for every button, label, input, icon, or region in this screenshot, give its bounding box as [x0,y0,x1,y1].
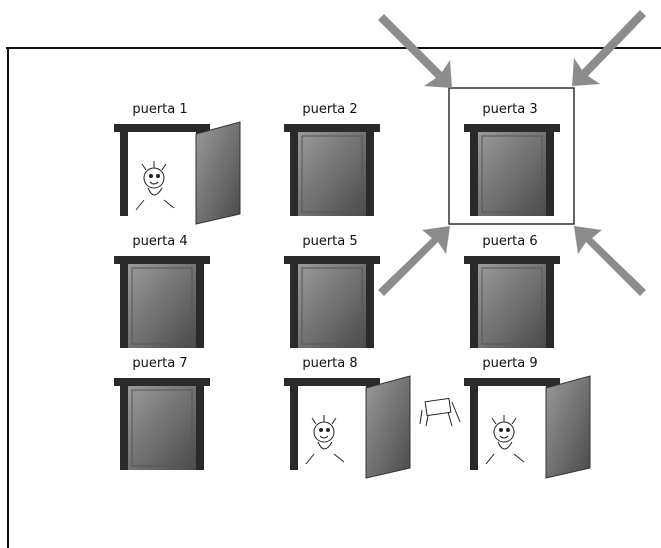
door-panel-open [365,375,411,479]
door-label: puerta 2 [302,102,358,117]
door-inset [301,267,363,345]
doorway-opening [478,386,546,470]
door-item: puerta 5 [280,234,380,352]
door-item: puerta 4 [110,234,210,352]
door-inset [131,389,193,467]
arrow-icon [378,226,450,296]
door-post-right [196,386,204,470]
door-panel [128,264,196,348]
character-icon [305,415,345,465]
door-label: puerta 3 [482,102,538,117]
character-icon [485,415,525,465]
door-lintel [284,378,380,386]
door-lintel [284,256,380,264]
door-label: puerta 1 [132,102,188,117]
door-post-left [470,132,478,216]
door-item: puerta 2 [280,102,380,220]
highlight-box [448,87,575,225]
door-post-right [546,264,554,348]
doorway-opening [128,132,196,216]
door-inset [481,267,543,345]
door-inset [131,267,193,345]
door-label: puerta 7 [132,356,188,371]
door-item: puerta 8 [280,356,411,479]
highlight-arrows [378,10,646,296]
door-item: puerta 9 [460,356,591,479]
door-panel [298,264,366,348]
door-post-left [120,264,128,348]
door-post-left [290,386,298,470]
door-post-right [366,264,374,348]
door-lintel [114,378,210,386]
door-post-left [290,264,298,348]
door-label: puerta 4 [132,234,188,249]
door-item: puerta 3 [460,102,560,220]
doorway-opening [298,386,366,470]
door-lintel [464,256,560,264]
door-lintel [114,256,210,264]
door-post-right [546,132,554,216]
door-label: puerta 9 [482,356,538,371]
door-panel [478,132,546,216]
door-lintel [114,124,210,132]
door-panel [128,386,196,470]
door-label: puerta 8 [302,356,358,371]
door-post-right [196,264,204,348]
door-panel-open [545,375,591,479]
door-item: puerta 6 [460,234,560,352]
door-item: puerta 1 [110,102,241,225]
door-post-left [120,386,128,470]
door-panel-open [195,121,241,225]
door-label: puerta 6 [482,234,538,249]
arrow-icon [378,14,452,88]
door-lintel [464,124,560,132]
door-item: puerta 7 [110,356,210,474]
door-label: puerta 5 [302,234,358,249]
chair-icon [418,394,464,434]
door-panel [478,264,546,348]
door-lintel [464,378,560,386]
arrow-icon [572,10,646,86]
chair-icon [419,397,461,427]
arrow-icon [574,226,646,296]
door-post-left [470,386,478,470]
door-post-left [470,264,478,348]
door-post-left [290,132,298,216]
door-post-left [120,132,128,216]
door-lintel [284,124,380,132]
character-icon [135,161,175,211]
door-inset [481,135,543,213]
door-inset [301,135,363,213]
door-post-right [366,132,374,216]
door-panel [298,132,366,216]
